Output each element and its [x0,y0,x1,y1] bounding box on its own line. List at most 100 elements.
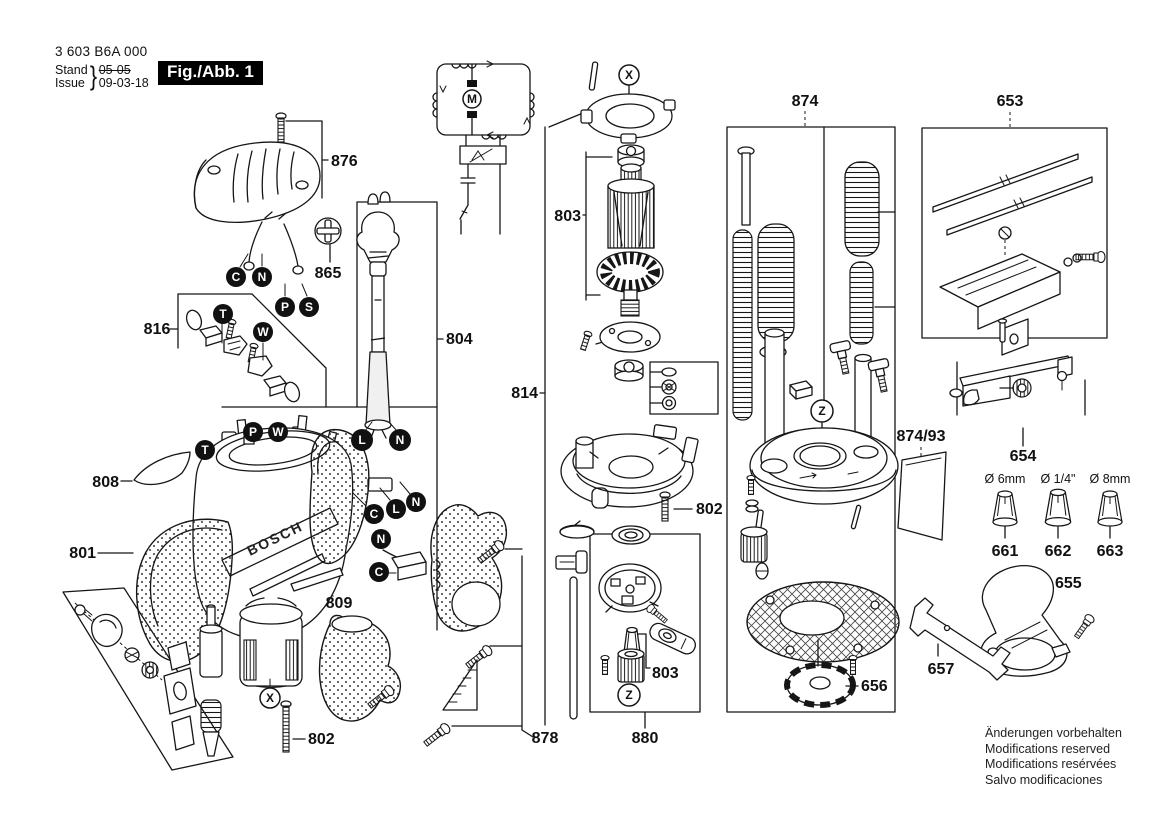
svg-text:Z: Z [625,688,632,702]
oring-set-box [649,361,719,415]
issue-label: Issue [55,75,85,90]
capacitor-switch-symbol [459,163,501,235]
motor-symbol: M [462,89,482,109]
plunge-base-platform [749,427,899,505]
collet-803 [617,626,645,683]
part-label-802b: 802 [696,501,723,518]
title-block: 3 603 B6A 000 Stand Issue } 05-05 09-03-… [55,44,149,92]
chip-guard-874-93 [850,451,947,541]
issue-date: 09-03-18 [98,75,149,90]
callout-letter-x: X [259,687,281,709]
bearing-cover-ring [580,93,676,144]
lever-screw [644,602,670,626]
power-cord-804 [356,191,400,439]
washer-stack [611,525,651,545]
wrench-657 [909,597,1011,681]
motor-cap-876 [193,112,321,224]
plunger-column [199,604,223,757]
superseded-date: 05-05 [98,62,131,77]
shell-screw [463,643,495,671]
part-label-655: 655 [1055,575,1082,592]
plunge-springs-874 [732,146,880,421]
callout-letter-c: C [364,504,384,524]
callout-letter-t: T [213,304,233,324]
collet-group-frame [589,533,701,713]
collet-8mm [1097,490,1123,527]
svg-text:N: N [377,532,386,546]
callout-letter-w: W [253,322,273,342]
collet-size-6mm: Ø 6mm [985,472,1026,486]
fine-adjust-hardware [740,474,769,580]
shell-screw [421,721,453,749]
callout-letter-l: L [386,499,406,519]
collet-quarter-inch [1044,488,1072,527]
lock-hardware-group [74,604,159,679]
svg-text:X: X [625,68,633,82]
legal-line-es: Salvo modificaciones [985,772,1103,787]
part-label-865: 865 [315,265,342,282]
figure-label: Fig./Abb. 1 [158,61,263,85]
part-label-808: 808 [92,474,119,491]
collet-size-8mm: Ø 8mm [1090,472,1131,486]
callout-letter-z: Z [617,683,641,707]
depth-rod [569,576,578,720]
svg-text:M: M [467,92,477,106]
callout-letter-n: N [389,429,411,451]
svg-text:C: C [375,565,384,579]
part-label-878: 878 [532,730,559,747]
right-handle [309,428,370,565]
part-label-814: 814 [511,385,538,402]
callout-letter-n: N [252,267,272,287]
brush-holder-set-816 [185,309,301,403]
part-label-654: 654 [1010,448,1037,465]
spindle-lock-lever [649,622,696,655]
callout-letter-l: L [351,429,373,451]
callout-letter-n: N [406,492,426,512]
svg-text:W: W [257,325,269,339]
speed-control-symbol [459,145,507,165]
lower-bearing [614,359,644,382]
brush-plate-ring [598,563,662,613]
svg-text:P: P [281,300,289,314]
part-label-803: 803 [554,208,581,225]
brush-symbol [467,111,477,118]
legal-notes: Änderungen vorbehalten Modifications res… [985,726,1122,788]
callout-letter-z: Z [810,399,834,423]
wiring-schematic: M [432,60,535,235]
model-number: 3 603 B6A 000 [55,44,148,59]
callout-letter-c: C [226,267,246,287]
dome-cap [559,520,595,539]
plunge-base-group-frame [726,126,896,713]
hardware-group-frame [62,587,234,771]
callout-letter-p: P [243,422,263,442]
cap-screw [275,112,287,143]
armature-803 [596,163,664,317]
base-plate [746,581,900,676]
callout-letter-t: T [195,440,215,460]
callout-letter-n: N [371,529,391,549]
field-coil-symbol [529,92,535,118]
handle-shell-right [430,504,508,632]
part-label-801: 801 [69,545,96,562]
part-label-816: 816 [144,321,171,338]
svg-text:T: T [219,307,227,321]
svg-text:X: X [266,691,274,705]
edge-guide-653 [932,153,1106,356]
legal-line-fr: Modifications resérvées [985,757,1117,771]
part-label-662: 662 [1045,543,1072,560]
part-label-874-93: 874/93 [897,428,946,445]
field-coil-symbol [432,92,438,118]
strip-809 [290,567,344,592]
motor-base-housing-814 [560,424,699,509]
callout-letter-p: P [275,297,295,317]
callout-letter-w: W [268,422,288,442]
part-label-653: 653 [997,93,1024,110]
depth-stop-plates [163,641,197,751]
part-label-809: 809 [326,595,353,612]
svg-text:N: N [412,495,421,509]
flap-808 [133,451,191,486]
svg-text:Z: Z [818,404,825,418]
svg-text:T: T [201,443,209,457]
callout-letter-c: C [369,562,389,582]
